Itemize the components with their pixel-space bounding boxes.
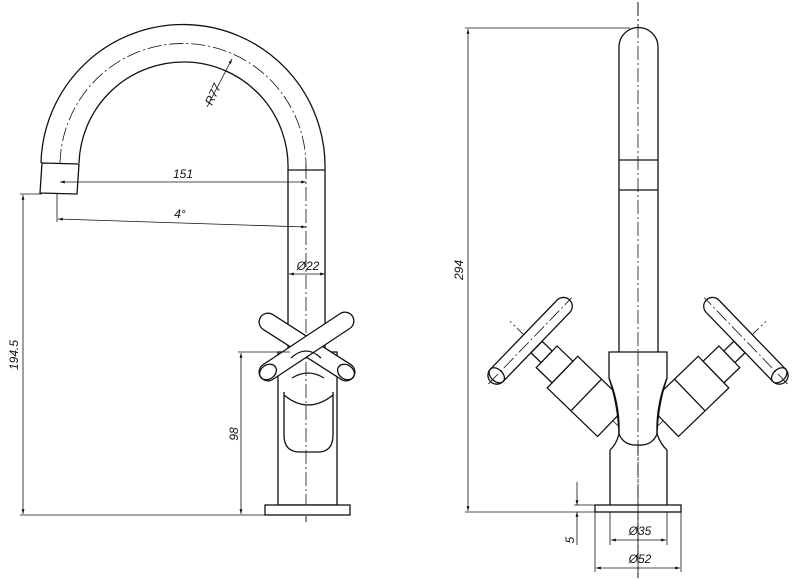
cross-handle (258, 311, 356, 382)
dimension-r77: R77 (202, 58, 233, 107)
dim-label-d52: Ø52 (628, 552, 652, 566)
body (264, 340, 351, 522)
dimension-angle: 4° (56, 194, 307, 229)
dimension-294: 294 (452, 27, 630, 513)
dim-label-r77: R77 (202, 80, 225, 107)
body (594, 351, 682, 578)
dim-label-d22: Ø22 (296, 259, 320, 273)
dimension-151: 151 (60, 167, 306, 184)
dimension-d22: Ø22 (289, 259, 325, 276)
dimension-98: 98 (227, 351, 290, 514)
dim-label-294: 294 (452, 260, 466, 281)
front-view: 294 5 Ø35 Ø52 (452, 2, 795, 578)
dim-label-194-5: 194.5 (7, 340, 21, 370)
column (618, 2, 659, 352)
side-view: R77 151 4° Ø22 194.5 98 (7, 23, 356, 522)
dimension-d35: Ø35 (609, 512, 668, 545)
dim-label-d35: Ø35 (628, 524, 652, 538)
base-plate (264, 504, 351, 516)
dimension-194-5: 194.5 (7, 193, 265, 516)
dim-label-5: 5 (563, 536, 577, 543)
dimension-d52: Ø52 (594, 512, 682, 572)
dim-label-98: 98 (227, 427, 241, 441)
dim-label-151: 151 (173, 167, 193, 181)
dimension-5: 5 (563, 482, 595, 545)
dim-label-angle: 4° (174, 207, 186, 221)
